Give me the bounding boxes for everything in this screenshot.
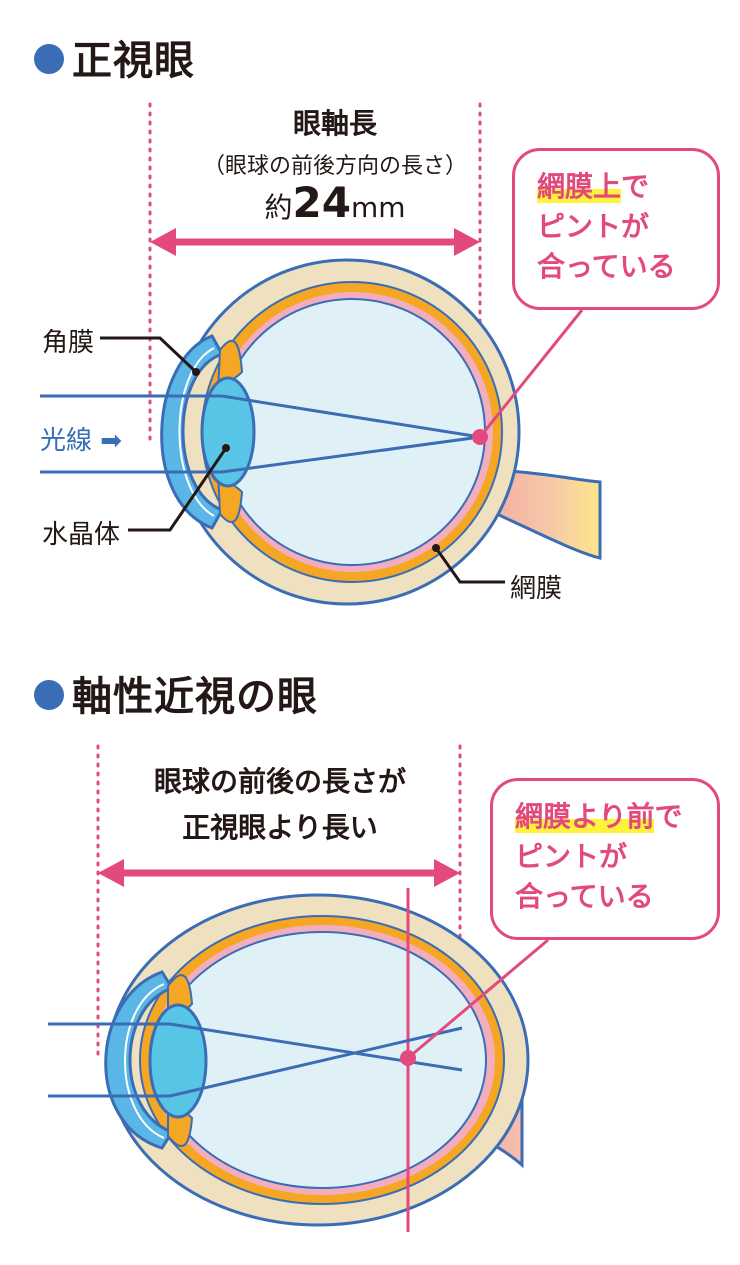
light-ray-upper bbox=[40, 394, 481, 439]
lens-label: 水晶体 bbox=[42, 520, 121, 550]
axial-length-subtitle: （眼球の前後方向の長さ） bbox=[202, 154, 467, 179]
light-ray-label: 光線 ➡ bbox=[40, 426, 123, 456]
myopia-description-line2: 正視眼より長い bbox=[182, 811, 378, 844]
cornea bbox=[104, 970, 175, 1150]
lens-leader-line bbox=[128, 447, 228, 532]
myopic-eye bbox=[48, 744, 549, 1232]
light-ray-lower bbox=[40, 435, 481, 474]
emmetropic-eye bbox=[40, 102, 602, 606]
section-title-axial-myopia: 軸性近視の眼 bbox=[34, 664, 318, 722]
cornea-leader-line bbox=[100, 336, 198, 374]
bullet-dot-icon bbox=[34, 680, 64, 710]
axial-length-value: 約24mm bbox=[264, 178, 406, 227]
light-ray-upper bbox=[48, 1022, 463, 1072]
crystalline-lens bbox=[200, 376, 256, 488]
axial-length-title: 眼軸長 bbox=[292, 107, 377, 140]
crystalline-lens bbox=[148, 1003, 208, 1119]
retina-leader-line bbox=[434, 547, 505, 584]
cornea-label: 角膜 bbox=[42, 328, 95, 358]
axial-length-arrow bbox=[150, 228, 480, 256]
callout-pointer-line bbox=[478, 309, 584, 438]
focus-callout-on-retina: 網膜上で ピントが 合っている bbox=[512, 148, 720, 310]
right-arrow-icon: ➡ bbox=[100, 426, 123, 456]
bullet-dot-icon bbox=[34, 44, 64, 74]
axial-length-arrow bbox=[98, 859, 460, 887]
section-title-emmetropia: 正視眼 bbox=[34, 28, 195, 86]
cornea bbox=[160, 334, 225, 530]
focus-callout-before-retina: 網膜より前で ピントが 合っている bbox=[490, 778, 720, 940]
callout-pointer-line bbox=[407, 938, 549, 1060]
light-ray-lower bbox=[48, 1026, 463, 1098]
myopia-description-line1: 眼球の前後の長さが bbox=[153, 765, 406, 798]
retina-label: 網膜 bbox=[510, 574, 563, 604]
